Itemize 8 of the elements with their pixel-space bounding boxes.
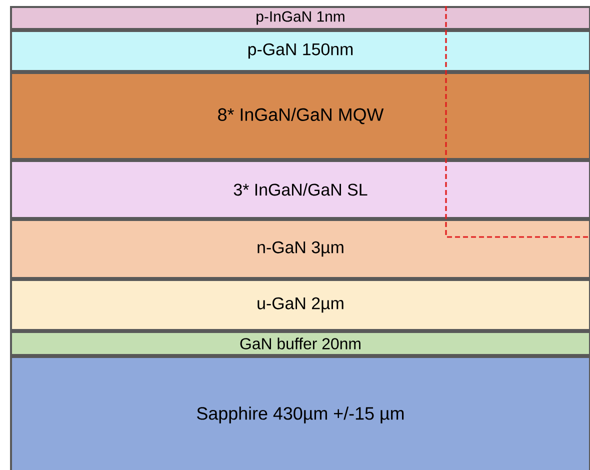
layer-band: 3* InGaN/GaN SL	[10, 160, 590, 219]
layer-band: p-InGaN 1nm	[10, 6, 590, 30]
layer-band: u-GaN 2µm	[10, 279, 590, 331]
layer-band: 8* InGaN/GaN MQW	[10, 72, 590, 160]
layer-band: GaN buffer 20nm	[10, 331, 590, 356]
layer-band: n-GaN 3µm	[10, 219, 590, 279]
layer-band: Sapphire 430µm +/-15 µm	[10, 356, 590, 470]
layer-band: p-GaN 150nm	[10, 30, 590, 72]
